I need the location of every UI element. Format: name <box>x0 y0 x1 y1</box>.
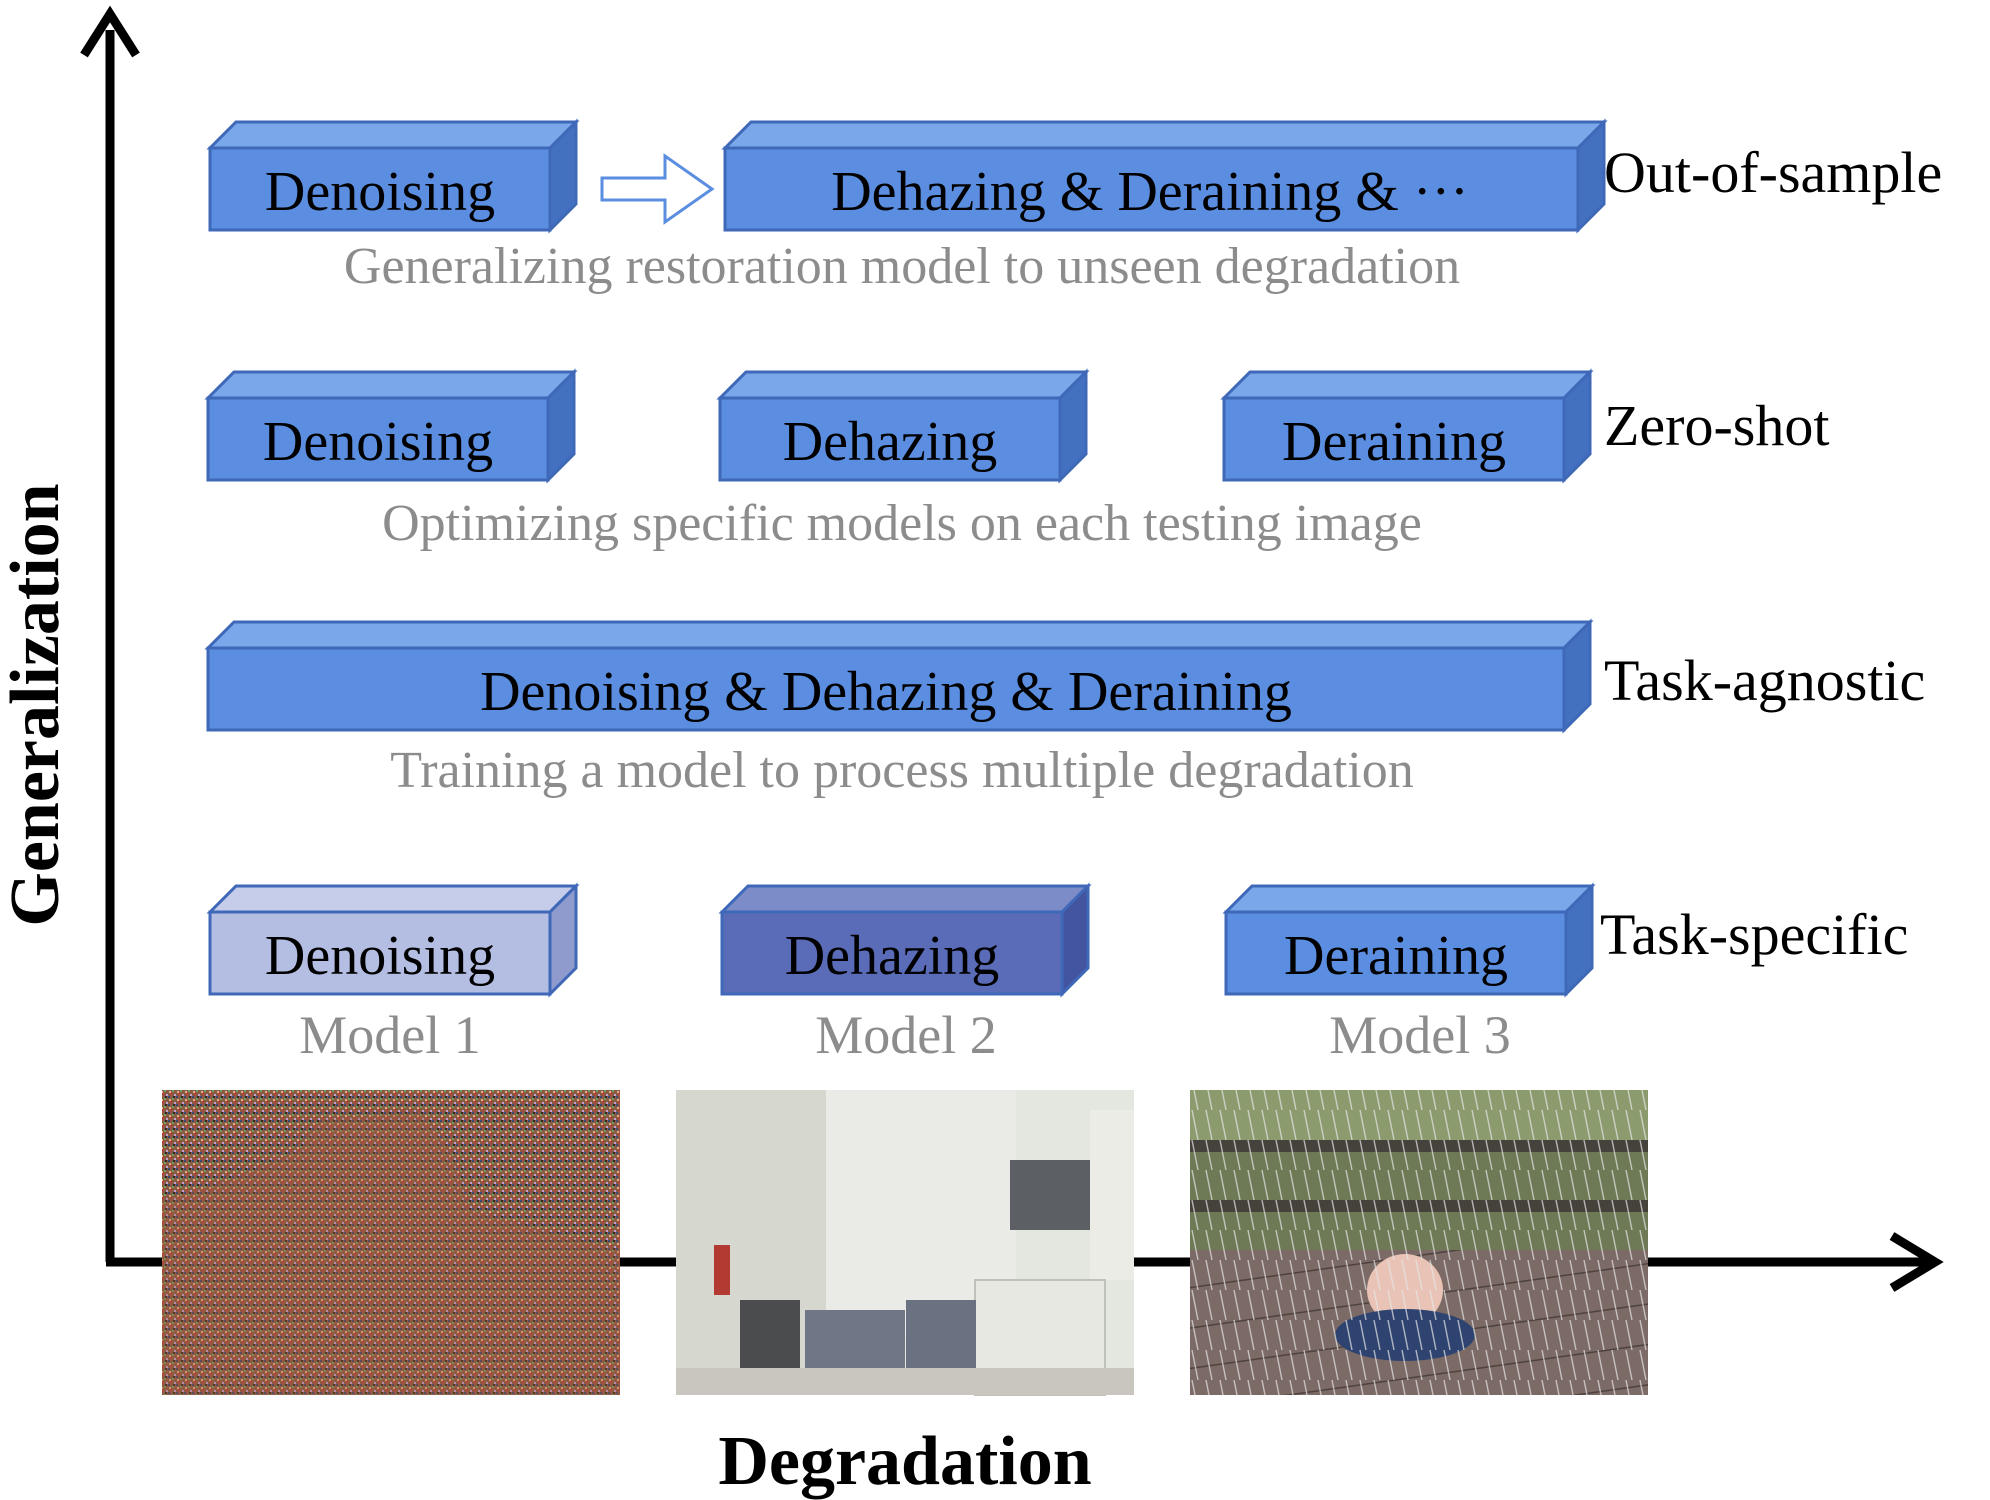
block-task-agnostic-combined: Denoising & Dehazing & Deraining <box>204 618 1594 734</box>
model-label-1: Model 1 <box>299 1005 481 1065</box>
rainy-baby-on-deck-image <box>1190 1090 1648 1395</box>
model-label-2: Model 2 <box>815 1005 997 1065</box>
block-label: Dehazing <box>783 411 998 473</box>
block-label: Deraining <box>1284 925 1508 987</box>
block-out-of-sample-unseen: Dehazing & Deraining & ··· <box>721 118 1608 234</box>
block-label: Denoising <box>263 411 493 473</box>
x-axis-label: Degradation <box>718 1423 1091 1500</box>
block-task-specific-deraining: Deraining <box>1222 882 1596 998</box>
level-label-out-of-sample: Out-of-sample <box>1604 140 1942 205</box>
block-out-of-sample-denoising: Denoising <box>206 118 580 234</box>
block-task-specific-dehazing: Dehazing <box>718 882 1092 998</box>
block-label: Denoising <box>265 161 495 223</box>
block-label: Dehazing <box>785 925 1000 987</box>
block-label: Dehazing & Deraining & ··· <box>831 161 1469 223</box>
block-zero-shot-dehazing: Dehazing <box>716 368 1090 484</box>
hazy-office-kitchen-image <box>676 1090 1134 1396</box>
level-label-task-specific: Task-specific <box>1600 902 1908 967</box>
block-label: Deraining <box>1282 411 1506 473</box>
row-description-out-of-sample: Generalizing restoration model to unseen… <box>344 238 1460 295</box>
model-label-3: Model 3 <box>1329 1005 1511 1065</box>
row-description-zero-shot: Optimizing specific models on each testi… <box>382 495 1422 552</box>
y-axis <box>80 5 140 1262</box>
level-label-zero-shot: Zero-shot <box>1604 393 1830 458</box>
hollow-right-arrow-icon <box>600 153 715 225</box>
level-label-task-agnostic: Task-agnostic <box>1604 648 1925 713</box>
block-zero-shot-deraining: Deraining <box>1220 368 1594 484</box>
y-axis-label: Generalization <box>0 483 74 926</box>
row-description-task-agnostic: Training a model to process multiple deg… <box>390 742 1413 799</box>
block-label: Denoising <box>265 925 495 987</box>
block-zero-shot-denoising: Denoising <box>204 368 578 484</box>
block-label: Denoising & Dehazing & Deraining <box>480 661 1292 723</box>
noisy-rock-landscape-image <box>162 1090 620 1395</box>
block-task-specific-denoising: Denoising <box>206 882 580 998</box>
